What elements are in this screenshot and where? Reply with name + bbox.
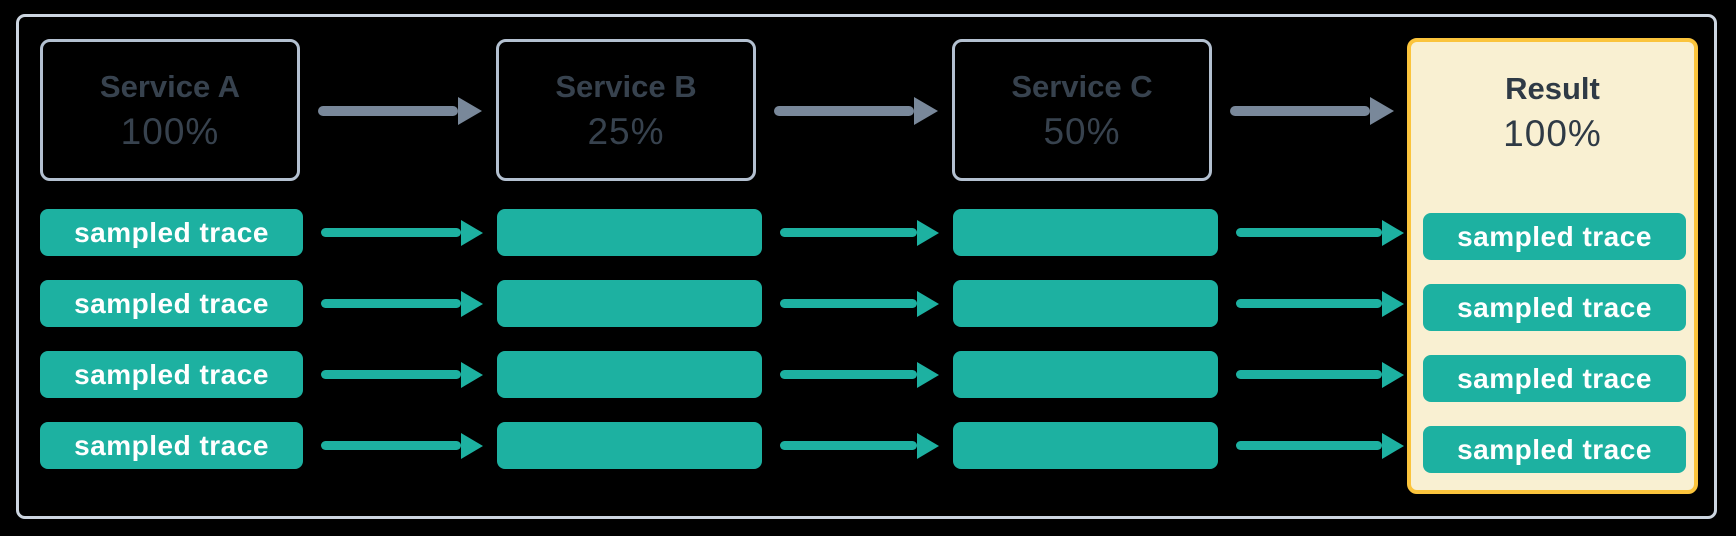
result-percentage: 100% <box>1503 113 1602 154</box>
flow-arrow-a-to-b <box>318 106 458 116</box>
service-c-box: Service C 50% <box>952 39 1212 181</box>
trace-a-1-label: sampled trace <box>74 216 269 248</box>
trace-arrow-c-result-4 <box>1236 441 1382 450</box>
trace-arrow-a-b-2 <box>321 299 461 308</box>
trace-b-1 <box>497 209 762 256</box>
trace-c-1 <box>953 209 1218 256</box>
trace-a-3-label: sampled trace <box>74 358 269 390</box>
trace-arrow-b-c-1 <box>780 228 917 237</box>
trace-arrow-b-c-3 <box>780 370 917 379</box>
trace-arrow-c-result-3 <box>1236 370 1382 379</box>
trace-arrow-a-b-1 <box>321 228 461 237</box>
result-header: Result 100% <box>1411 42 1694 182</box>
result-trace-2: sampled trace <box>1423 284 1686 331</box>
result-trace-3: sampled trace <box>1423 355 1686 402</box>
service-a-title: Service A <box>99 69 241 104</box>
trace-arrow-c-result-2 <box>1236 299 1382 308</box>
trace-c-4 <box>953 422 1218 469</box>
result-trace-2-label: sampled trace <box>1457 291 1652 323</box>
trace-a-1: sampled trace <box>40 209 303 256</box>
trace-b-4 <box>497 422 762 469</box>
result-trace-1-label: sampled trace <box>1457 220 1652 252</box>
trace-a-4: sampled trace <box>40 422 303 469</box>
trace-b-2 <box>497 280 762 327</box>
result-box: Result 100% sampled trace sampled trace … <box>1407 38 1698 494</box>
result-trace-4: sampled trace <box>1423 426 1686 473</box>
result-trace-3-label: sampled trace <box>1457 362 1652 394</box>
trace-arrow-a-b-4 <box>321 441 461 450</box>
result-trace-1: sampled trace <box>1423 213 1686 260</box>
trace-c-3 <box>953 351 1218 398</box>
service-b-box: Service B 25% <box>496 39 756 181</box>
result-title: Result <box>1505 71 1600 106</box>
trace-a-3: sampled trace <box>40 351 303 398</box>
trace-a-4-label: sampled trace <box>74 429 269 461</box>
service-a-box: Service A 100% <box>40 39 300 181</box>
service-b-title: Service B <box>555 69 697 104</box>
diagram-frame <box>16 14 1717 519</box>
flow-arrow-c-to-result <box>1230 106 1370 116</box>
trace-arrow-b-c-4 <box>780 441 917 450</box>
flow-arrow-b-to-c <box>774 106 914 116</box>
service-c-title: Service C <box>1011 69 1153 104</box>
result-trace-4-label: sampled trace <box>1457 433 1652 465</box>
trace-b-3 <box>497 351 762 398</box>
service-b-percentage: 25% <box>587 111 665 152</box>
trace-a-2-label: sampled trace <box>74 287 269 319</box>
trace-arrow-b-c-2 <box>780 299 917 308</box>
service-c-percentage: 50% <box>1043 111 1121 152</box>
trace-arrow-c-result-1 <box>1236 228 1382 237</box>
trace-a-2: sampled trace <box>40 280 303 327</box>
trace-arrow-a-b-3 <box>321 370 461 379</box>
service-a-percentage: 100% <box>120 111 220 152</box>
trace-c-2 <box>953 280 1218 327</box>
